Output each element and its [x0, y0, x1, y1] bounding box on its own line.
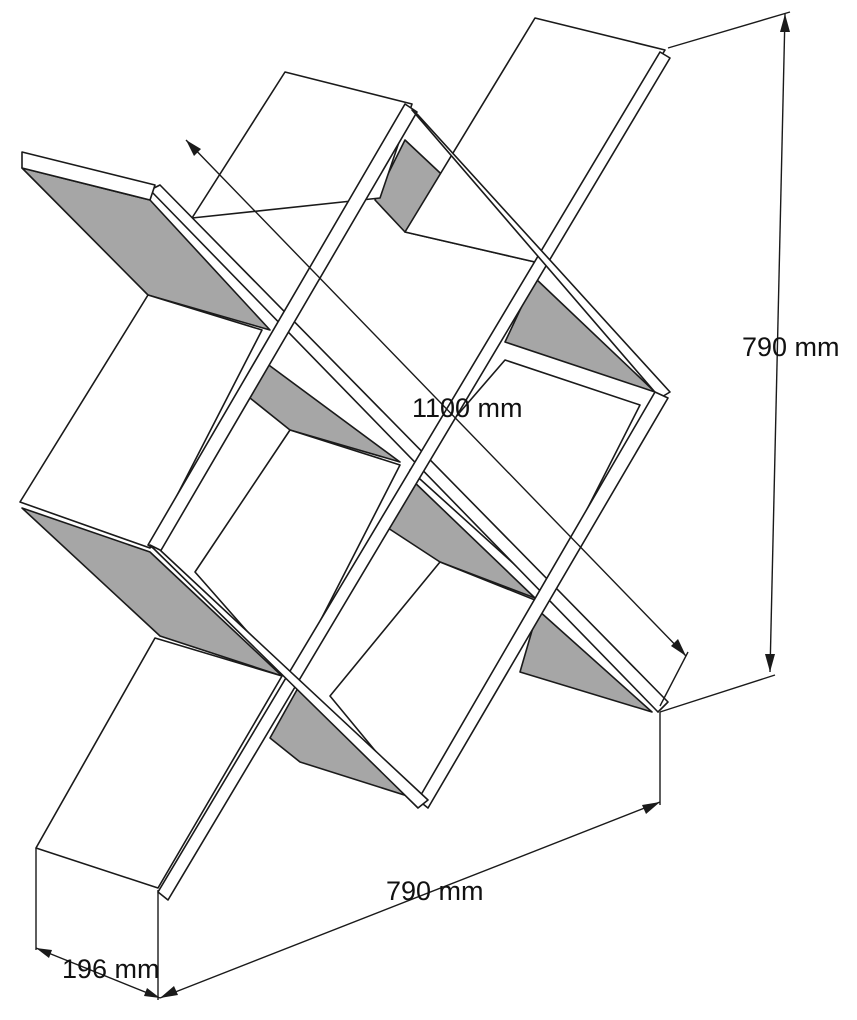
diagonal-dimension-label: 1100 mm [412, 393, 523, 423]
height-extension-top [667, 11, 791, 49]
depth-dimension-label: 196 mm [62, 954, 160, 984]
arrowhead-width-right [642, 802, 660, 814]
panel-top-center [191, 71, 413, 219]
shaded-panel-right-lower [519, 609, 653, 713]
diagonal-dimension-line [185, 139, 687, 657]
height-dimension-label: 790 mm [742, 332, 840, 362]
arrowhead-width-left [160, 986, 178, 998]
arrowhead-diagonal-start [186, 140, 201, 156]
board-top-edge [21, 151, 156, 201]
height-extension-bottom [659, 674, 776, 713]
diagonal-extension-end [659, 651, 689, 707]
arrowhead-diagonal-end [671, 639, 686, 656]
panel-upper-right-strip [404, 17, 666, 263]
shelf-panels [19, 17, 671, 901]
height-dimension-line [769, 13, 786, 673]
board-lower-right-up [417, 391, 669, 809]
board-long-up [157, 51, 671, 901]
board-long-down [149, 184, 669, 713]
arrowhead-height-top [780, 14, 790, 32]
dimension-arrowheads [36, 14, 790, 998]
width-dimension-label: 790 mm [386, 876, 484, 906]
arrowhead-depth-left [36, 948, 52, 958]
board-lower-left-down [149, 544, 429, 809]
panel-left-middle [19, 294, 263, 549]
depth-dimension-line [35, 947, 161, 999]
dimension-lines [35, 11, 791, 1000]
arrowhead-depth-right [144, 988, 160, 998]
panel-bottom-left-strip [35, 637, 283, 889]
arrowhead-height-bottom [765, 654, 775, 672]
width-dimension-line [159, 801, 661, 999]
board-short-down [411, 109, 671, 399]
